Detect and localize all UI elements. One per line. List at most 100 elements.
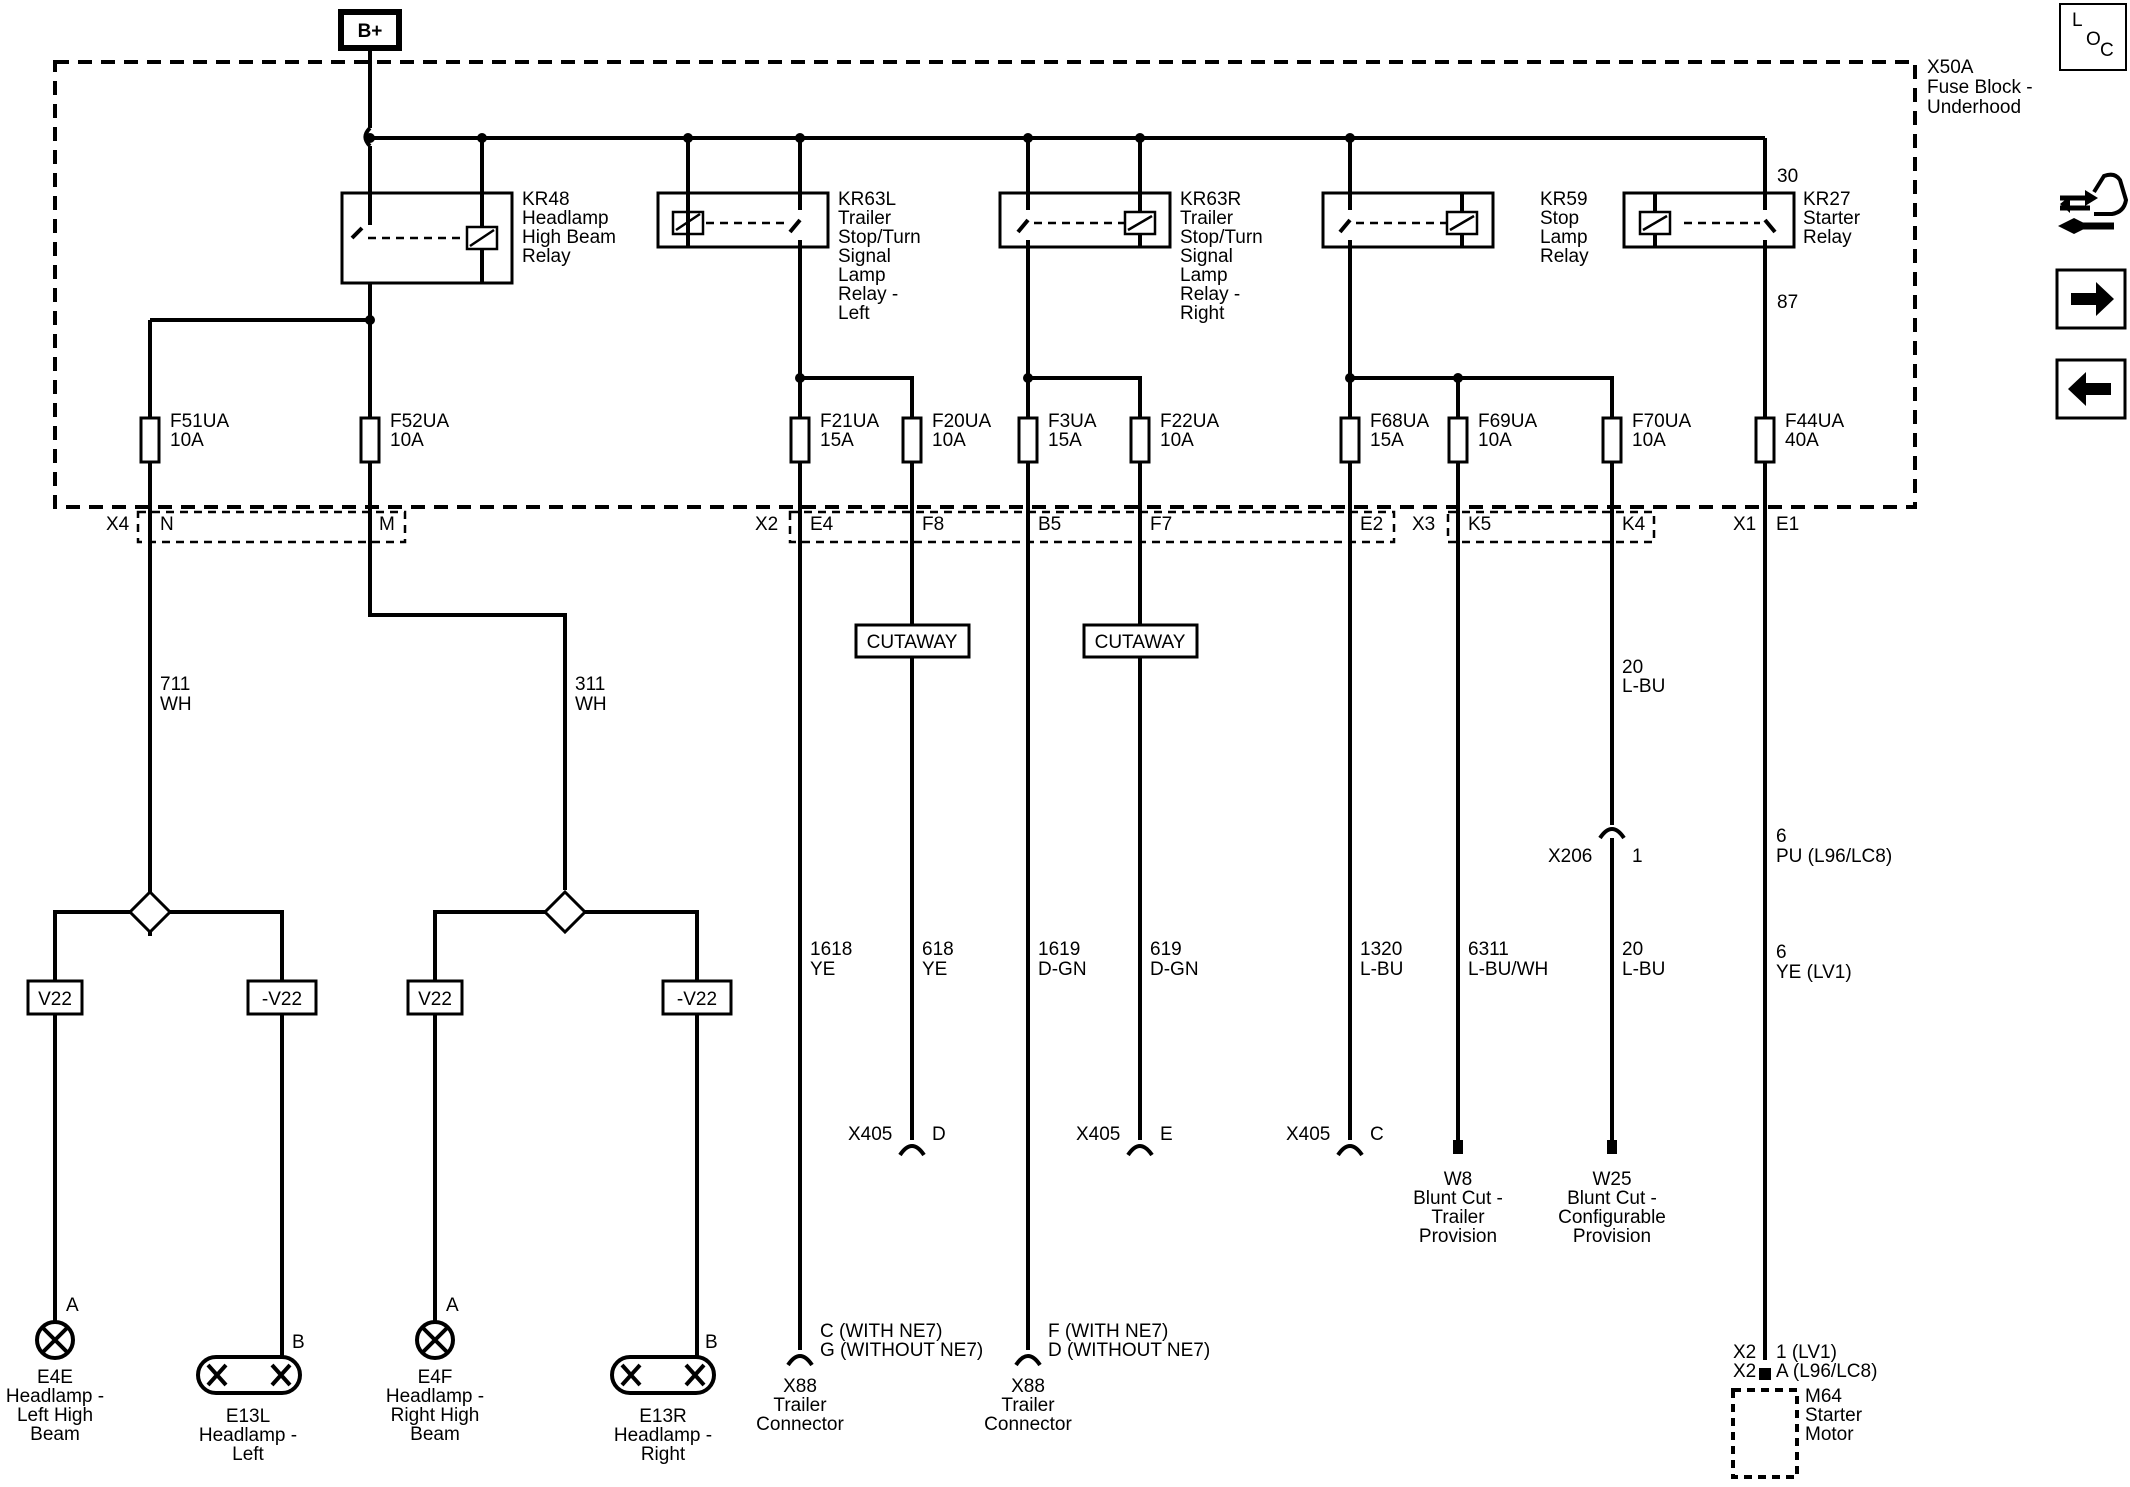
blunt-cut-id: W25: [1592, 1169, 1631, 1190]
load-desc: Beam: [30, 1424, 80, 1445]
relay-kr48: KR48 Headlamp High Beam Relay: [340, 138, 616, 285]
load-e13l: B E13L Headlamp - Left: [196, 1332, 305, 1465]
arrow-left-icon: [2068, 372, 2111, 406]
relay-desc: Relay -: [1180, 284, 1240, 305]
relay-desc: Trailer: [1180, 208, 1234, 229]
connector-pin: D: [932, 1124, 946, 1145]
connector-x405: X405 D X405 E X405 C: [848, 1124, 1384, 1157]
relay-kr27: 30 87 KR27 Starter Relay: [1622, 138, 1861, 1360]
relay-desc: Relay -: [838, 284, 898, 305]
relay-pin-87: 87: [1777, 292, 1798, 313]
connector-pin: N: [160, 514, 174, 535]
fuse-symbol: [1754, 416, 1776, 464]
fuse-id: F69UA: [1478, 411, 1537, 432]
loc-button[interactable]: L O C: [2059, 3, 2127, 71]
fuse-symbol: [789, 416, 811, 464]
connector-pin: E1: [1776, 514, 1799, 535]
fuse-id: F68UA: [1370, 411, 1429, 432]
relay-desc: Stop/Turn: [1180, 227, 1263, 248]
connector-name: X2: [1733, 1342, 1756, 1363]
connector-x1: X1: [1733, 514, 1756, 535]
wire-color: L-BU: [1622, 676, 1665, 697]
connector-x88-right: F (WITH NE7) D (WITHOUT NE7) X88 Trailer…: [984, 1321, 1210, 1435]
relay-desc: Right: [1180, 303, 1225, 324]
fuse-rating: 10A: [170, 430, 204, 451]
relay-desc: Relay: [522, 246, 571, 267]
fuse-symbol: [359, 416, 381, 464]
option-not-v22: -V22: [262, 989, 302, 1010]
relay-desc: Lamp: [1180, 265, 1228, 286]
wire-labels: 711 WH 311 WH 1618 YE 618 YE 1619 D-GN 6…: [160, 657, 1892, 983]
connector-pin: 1 (LV1): [1776, 1342, 1837, 1363]
circuit-number: 711: [160, 674, 190, 695]
relay-id: KR59: [1540, 189, 1588, 210]
blunt-cut-id: W8: [1444, 1169, 1473, 1190]
cutaway-label: CUTAWAY: [1095, 632, 1186, 653]
circuit-number: 20: [1622, 657, 1643, 678]
connector-name: X405: [848, 1124, 892, 1145]
headlamp-options-left: V22 -V22: [26, 889, 318, 1360]
connector-pin: A (L96/LC8): [1776, 1361, 1877, 1382]
fuse-symbol: [901, 416, 923, 464]
wiring-repair-icon[interactable]: [2058, 172, 2129, 234]
blunt-cut-desc: Blunt Cut -: [1413, 1188, 1503, 1209]
load-pin: B: [705, 1332, 718, 1353]
connector-pin: F8: [922, 514, 944, 535]
load-desc: Left: [232, 1444, 264, 1465]
connector-name: X2: [1733, 1361, 1756, 1382]
connector-name: X206: [1548, 846, 1592, 867]
fuse-block-x50a: X50A Fuse Block - Underhood: [53, 57, 2033, 509]
relay-desc: High Beam: [522, 227, 616, 248]
blunt-cut-w8: W8 Blunt Cut - Trailer Provision: [1413, 1140, 1503, 1247]
load-pin: A: [66, 1295, 79, 1316]
connector-name: X405: [1076, 1124, 1120, 1145]
headlamp-options-right: V22 -V22: [406, 889, 733, 1360]
battery-positive-source: B+: [338, 9, 402, 51]
wire-color: L-BU/WH: [1468, 959, 1548, 980]
relay-id: KR63L: [838, 189, 896, 210]
circuit-number: 6: [1776, 826, 1787, 847]
fuse-id: F44UA: [1785, 411, 1844, 432]
fuse-rating: 15A: [1370, 430, 1404, 451]
blunt-cut-desc: Provision: [1419, 1226, 1497, 1247]
load-desc: Right: [641, 1444, 686, 1465]
relay-desc: Lamp: [838, 265, 886, 286]
circuit-number: 6: [1776, 942, 1787, 963]
fuse-block-desc-2: Underhood: [1927, 97, 2021, 118]
relay-desc: Signal: [1180, 246, 1233, 267]
fuse-id: F3UA: [1048, 411, 1097, 432]
connector-x3: X3: [1412, 514, 1435, 535]
circuit-number: 20: [1622, 939, 1643, 960]
arrow-right-icon: [2071, 282, 2114, 316]
connector-name: X88: [783, 1376, 817, 1397]
starter-desc: Motor: [1805, 1424, 1854, 1445]
connector-pin: E4: [810, 514, 834, 535]
circuit-number: 311: [575, 674, 605, 695]
blunt-cut-desc: Configurable: [1558, 1207, 1666, 1228]
connector-x4: X4: [106, 514, 130, 535]
fuse-rating: 15A: [820, 430, 854, 451]
fuse-symbol: [1447, 416, 1469, 464]
wire-color: L-BU: [1360, 959, 1403, 980]
fuse-symbol: [1601, 416, 1623, 464]
load-desc: Headlamp -: [199, 1425, 297, 1446]
fuse-rating: 10A: [1478, 430, 1512, 451]
previous-page-button[interactable]: [2055, 358, 2127, 420]
cutaway-label: CUTAWAY: [867, 632, 958, 653]
relay-desc: Trailer: [838, 208, 892, 229]
load-e4f: A E4F Headlamp - Right High Beam: [386, 1295, 484, 1445]
connector-desc: Trailer: [773, 1395, 827, 1416]
fuse-id: F22UA: [1160, 411, 1219, 432]
starter-id: M64: [1805, 1386, 1842, 1407]
circuit-number: 1320: [1360, 939, 1402, 960]
relay-kr59: KR59 Stop Lamp Relay: [1321, 138, 1589, 378]
next-page-button[interactable]: [2055, 268, 2127, 330]
wire-color: L-BU: [1622, 959, 1665, 980]
load-desc: Left High: [17, 1405, 93, 1426]
cutaway-marks: CUTAWAY CUTAWAY: [854, 623, 1199, 659]
starter-motor-m64: X2 1 (LV1) X2 A (L96/LC8) M64 Starter Mo…: [1731, 1342, 1877, 1479]
connector-pin: E: [1160, 1124, 1173, 1145]
circuit-number: 1619: [1038, 939, 1080, 960]
load-e4e: A E4E Headlamp - Left High Beam: [6, 1195, 104, 1445]
relay-desc: Lamp: [1540, 227, 1588, 248]
